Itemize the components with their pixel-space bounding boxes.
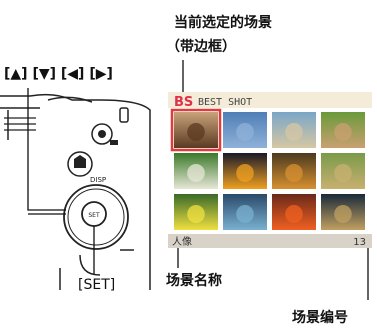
scene-name-callout: 场景名称 bbox=[166, 273, 222, 289]
scene-thumbnail-mountain[interactable] bbox=[223, 112, 267, 148]
set-key-label: [SET] bbox=[78, 277, 116, 293]
camera-outline bbox=[0, 93, 151, 290]
camera-mode-button[interactable] bbox=[67, 151, 93, 177]
set-button-text: SET bbox=[88, 212, 100, 219]
scene-thumbnail-landscape[interactable] bbox=[223, 194, 267, 230]
scene-thumbnail-soccer[interactable] bbox=[174, 153, 218, 189]
scene-thumbnail-sunset[interactable] bbox=[272, 194, 316, 230]
scene-number-value: 13 bbox=[353, 237, 366, 248]
scene-number-callout: 场景编号 bbox=[292, 310, 348, 326]
screen-footer bbox=[168, 234, 372, 248]
screen-title: BEST SHOT bbox=[198, 97, 252, 108]
scene-name-value: 人像 bbox=[172, 236, 192, 248]
lower-buttons[interactable] bbox=[59, 249, 134, 290]
screen-header bbox=[168, 92, 372, 108]
best-shot-logo: BS bbox=[174, 95, 193, 110]
disp-label: DISP bbox=[90, 176, 106, 184]
scene-thumbnail-portrait[interactable] bbox=[170, 108, 222, 152]
thumbnail-grid bbox=[170, 108, 365, 230]
selected-scene-callout-line2: （带边框） bbox=[166, 39, 236, 55]
scene-thumbnail-night-city[interactable] bbox=[321, 194, 365, 230]
scene-thumbnail-beach-people[interactable] bbox=[272, 112, 316, 148]
scene-thumbnail-flower[interactable] bbox=[174, 194, 218, 230]
scene-thumbnail-fireworks[interactable] bbox=[223, 153, 267, 189]
movie-button[interactable] bbox=[91, 123, 118, 145]
selection-frame bbox=[170, 108, 222, 152]
scene-thumbnail-dog[interactable] bbox=[321, 153, 365, 189]
scene-thumbnail-crowd-stage[interactable] bbox=[272, 153, 316, 189]
scene-thumbnail-children[interactable] bbox=[321, 112, 365, 148]
arrow-keys-label: [▲] [▼] [◀] [▶] bbox=[4, 66, 113, 82]
selected-scene-callout-line1: 当前选定的场景 bbox=[174, 15, 272, 31]
control-ring[interactable] bbox=[63, 184, 129, 250]
